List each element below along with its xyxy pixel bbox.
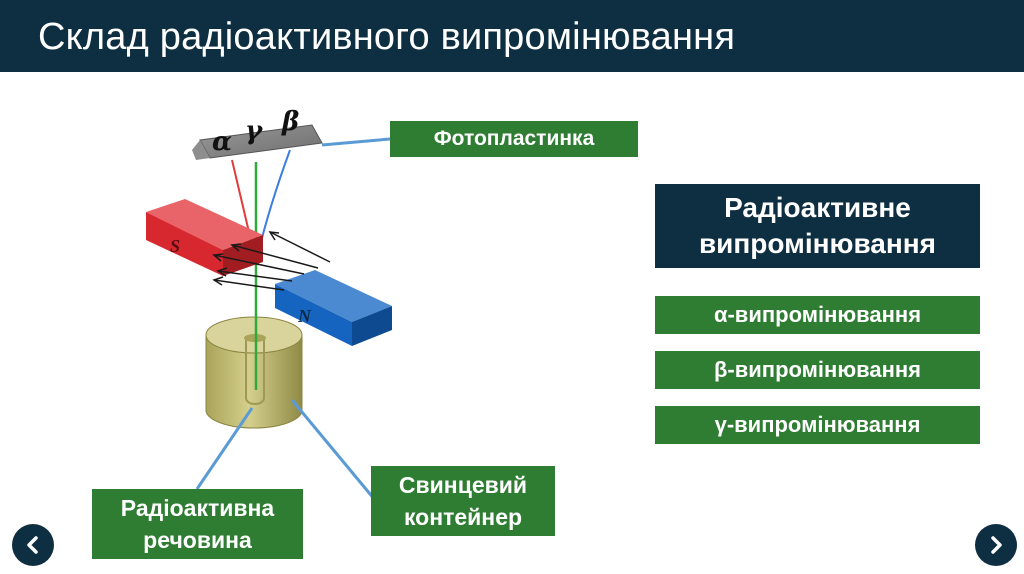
- label-container-line1: Свинцевий: [398, 472, 528, 498]
- gamma-radiation-label: γ-випромінювання: [714, 412, 921, 437]
- field-lines: [212, 231, 331, 291]
- alpha-radiation-label: α-випромінювання: [713, 302, 922, 327]
- label-radioactive-substance: Радіоактивна речовина: [92, 489, 303, 559]
- alpha-symbol: α: [212, 127, 232, 157]
- label-substance-line2: речовина: [143, 527, 252, 553]
- pointer-container: [290, 399, 377, 501]
- radiation-heading-line2: випромінювання: [698, 228, 937, 259]
- pointer-lines: [195, 137, 391, 501]
- label-container-line2: контейнер: [403, 504, 523, 530]
- beta-radiation-item: β-випромінювання: [655, 351, 980, 389]
- slide-title: Склад радіоактивного випромінювання: [38, 16, 736, 58]
- next-slide-button[interactable]: [975, 524, 1017, 566]
- beta-radiation-label: β-випромінювання: [713, 357, 922, 382]
- gamma-radiation-item: γ-випромінювання: [655, 406, 980, 444]
- radiation-heading: Радіоактивне випромінювання: [655, 184, 980, 268]
- previous-slide-button[interactable]: [12, 524, 54, 566]
- magnet-south-label: S: [170, 236, 180, 256]
- alpha-radiation-item: α-випромінювання: [655, 296, 980, 334]
- label-lead-container: Свинцевий контейнер: [371, 466, 555, 536]
- lead-container: [205, 316, 303, 429]
- magnet-north-label: N: [297, 306, 312, 326]
- gamma-symbol: γ: [245, 116, 264, 146]
- magnet-south: S: [146, 199, 263, 276]
- photo-plate: [192, 124, 323, 160]
- title-bar: Склад радіоактивного випромінювання: [0, 0, 1024, 72]
- label-substance-line1: Радіоактивна: [120, 495, 275, 521]
- chevron-left-icon: [27, 536, 38, 554]
- label-photoplate: Фотопластинка: [390, 121, 638, 157]
- pointer-substance: [195, 407, 254, 490]
- radiation-diagram: N S α γ β: [146, 107, 392, 501]
- pointer-photoplate: [321, 137, 391, 147]
- label-photoplate-text: Фотопластинка: [433, 127, 595, 150]
- magnet-north: N: [275, 270, 392, 346]
- beta-symbol: β: [281, 107, 299, 137]
- chevron-right-icon: [991, 536, 1002, 554]
- radiation-heading-line1: Радіоактивне: [724, 192, 911, 223]
